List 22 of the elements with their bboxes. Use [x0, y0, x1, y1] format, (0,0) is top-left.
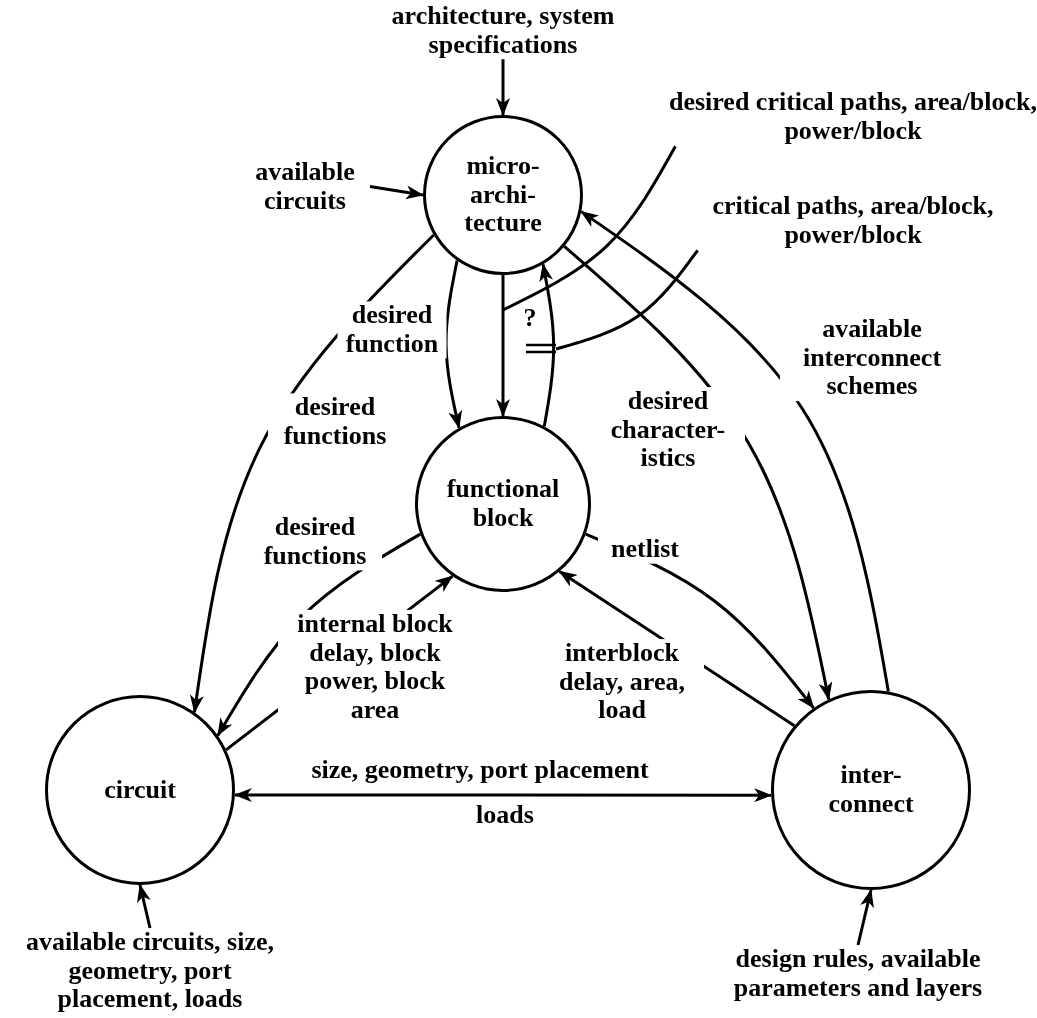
edge-label: desired function: [337, 301, 447, 359]
state-circle: micro- archi- tecture: [423, 115, 583, 275]
input-text: available circuits: [240, 158, 370, 216]
arrow: [539, 263, 556, 427]
arrow: [856, 889, 874, 946]
arrow: [496, 59, 510, 116]
input-text: critical paths, area/block, power/block: [668, 192, 1037, 250]
input-text: desired critical paths, area/block, power/block: [668, 88, 1037, 146]
arrow: [233, 788, 773, 803]
arrow: [580, 210, 890, 692]
arrow: [563, 245, 833, 701]
leader-line: [555, 249, 699, 351]
state-circle: circuit: [45, 695, 235, 885]
state-circle: inter- connect: [771, 690, 971, 890]
arrow: [369, 185, 424, 200]
leader-line: [502, 145, 677, 312]
arrow: [444, 260, 463, 429]
input-text: architecture, system specifications: [353, 2, 653, 60]
arrow: [137, 884, 152, 929]
input-text: available circuits, size, geometry, port placement, loads: [5, 928, 295, 1014]
input-text: design rules, available parameters and layers: [693, 945, 1023, 1003]
arrow: [496, 275, 510, 417]
